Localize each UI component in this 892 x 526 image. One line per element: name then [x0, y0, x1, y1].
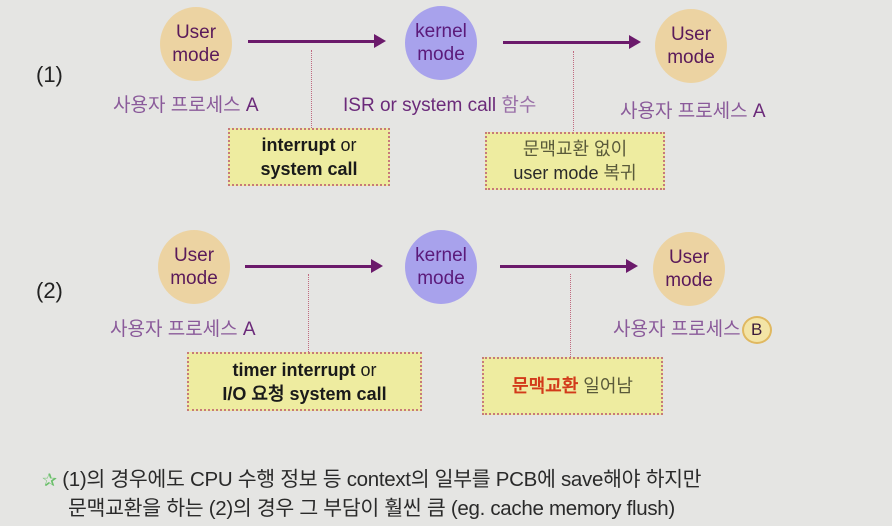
- case-2-kernel-mode: kernel mode: [405, 230, 477, 304]
- caption-ko: 함수: [501, 95, 537, 116]
- case-1-arrow-to-user: [503, 35, 641, 49]
- circle-text-line1: kernel: [415, 21, 467, 42]
- case-1-kernel-caption: ISR or system call 함수: [343, 90, 536, 117]
- circle-text-line1: kernel: [415, 245, 467, 266]
- case-2-trigger-note: timer interrupt or I/O 요청 system call: [187, 352, 422, 411]
- note-normal: or: [340, 135, 357, 155]
- circle-text-line2: mode: [667, 47, 715, 68]
- footer-text-1: (1)의 경우에도 CPU 수행 정보 등 context의 일부를 PCB에 …: [62, 468, 702, 491]
- circle-text-line2: mode: [417, 44, 465, 65]
- circle-text-line1: User: [175, 22, 217, 43]
- caption-ko: 사용자 프로세스: [613, 319, 741, 340]
- star-icon: ✰: [42, 470, 57, 490]
- footer-text-2: 문맥교환을 하는 (2)의 경우 그 부담이 훨씬 큼 (eg. cache m…: [68, 497, 675, 520]
- circle-text-line1: User: [670, 24, 712, 45]
- caption-process-id: A: [242, 319, 256, 340]
- note-normal: or: [360, 359, 377, 380]
- caption-ko: 사용자 프로세스: [113, 95, 241, 116]
- note-bold: system call: [260, 159, 358, 179]
- caption-ko: 사용자 프로세스: [110, 319, 238, 340]
- note-bold: I/O 요청 system call: [222, 383, 387, 404]
- case-1-trigger-note: interrupt or system call: [228, 128, 390, 186]
- case-2-arrow-to-user: [500, 259, 638, 273]
- case-2-label: (2): [36, 278, 63, 303]
- case-1-arrow-to-kernel: [248, 34, 386, 48]
- circle-text-line1: User: [173, 245, 215, 266]
- caption-latin: ISR or system call: [343, 95, 497, 116]
- note-ko: 복귀: [603, 163, 637, 183]
- caption-process-id: A: [245, 95, 259, 116]
- footer-line-1: ✰ (1)의 경우에도 CPU 수행 정보 등 context의 일부를 PCB…: [42, 462, 702, 492]
- circle-text-line2: mode: [417, 268, 465, 289]
- case-1-kernel-mode: kernel mode: [405, 6, 477, 80]
- case-2-user-mode-end: User mode: [653, 232, 725, 306]
- note-latin: user mode: [513, 163, 599, 183]
- caption-process-id: A: [752, 101, 766, 122]
- case-1-user-mode-start: User mode: [160, 7, 232, 81]
- case-2-user-mode-start: User mode: [158, 230, 230, 304]
- caption-ko: 사용자 프로세스: [620, 101, 748, 122]
- case-2-start-caption: 사용자 프로세스 A: [110, 314, 256, 341]
- case-1-start-caption: 사용자 프로세스 A: [113, 90, 259, 117]
- case-1-end-caption: 사용자 프로세스 A: [620, 96, 766, 123]
- circle-text-line2: mode: [172, 45, 220, 66]
- case-1-label: (1): [36, 62, 63, 87]
- note-line1: 문맥교환 없이: [522, 139, 628, 159]
- circle-text-line2: mode: [170, 268, 218, 289]
- case-2-arrow-to-kernel: [245, 259, 383, 273]
- case-1-left-connector: [311, 50, 312, 128]
- case-1-right-connector: [573, 51, 574, 133]
- note-rest: 일어남: [583, 376, 633, 396]
- case-2-right-connector: [570, 274, 571, 357]
- note-bold: interrupt: [261, 135, 336, 155]
- case-1-return-note: 문맥교환 없이 user mode 복귀: [485, 132, 665, 190]
- process-b-badge: B: [741, 315, 772, 344]
- case-2-left-connector: [308, 274, 309, 352]
- note-bold: timer interrupt: [232, 359, 356, 380]
- case-2-context-switch-note: 문맥교환 일어남: [482, 357, 663, 415]
- circle-text-line2: mode: [665, 270, 713, 291]
- note-highlight: 문맥교환: [512, 376, 579, 396]
- footer-line-2: 문맥교환을 하는 (2)의 경우 그 부담이 훨씬 큼 (eg. cache m…: [68, 491, 675, 521]
- circle-text-line1: User: [668, 247, 710, 268]
- case-1-user-mode-end: User mode: [655, 9, 727, 83]
